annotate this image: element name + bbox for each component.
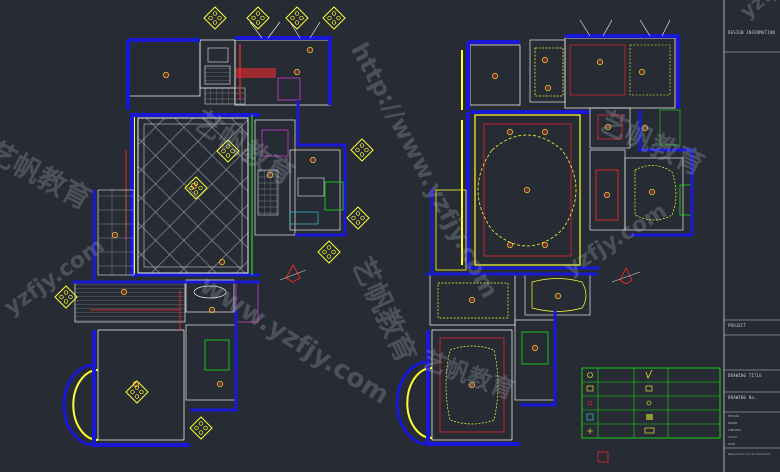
- left-floor-plan: [54, 6, 374, 447]
- title-block-row: DRAWN: [728, 421, 738, 425]
- legend-table: [581, 367, 721, 463]
- title-block-row: SCALE: [728, 435, 738, 439]
- title-block-drawing-title: DRAWING TITLE: [728, 373, 762, 378]
- title-block-footer: Reproduction Prohibited: [728, 452, 770, 456]
- title-block-row: CHECKED: [728, 428, 741, 432]
- title-block-project: PROJECT: [728, 323, 747, 328]
- title-block-header: DESIGN INFORMATION: [728, 30, 775, 35]
- title-block-drawing-no: DRAWING No.: [728, 395, 757, 400]
- title-block-row: DESIGN: [728, 414, 739, 418]
- title-block-frame: [723, 0, 780, 472]
- title-block-row: DATE: [728, 442, 736, 446]
- right-floor-plan: [395, 19, 694, 446]
